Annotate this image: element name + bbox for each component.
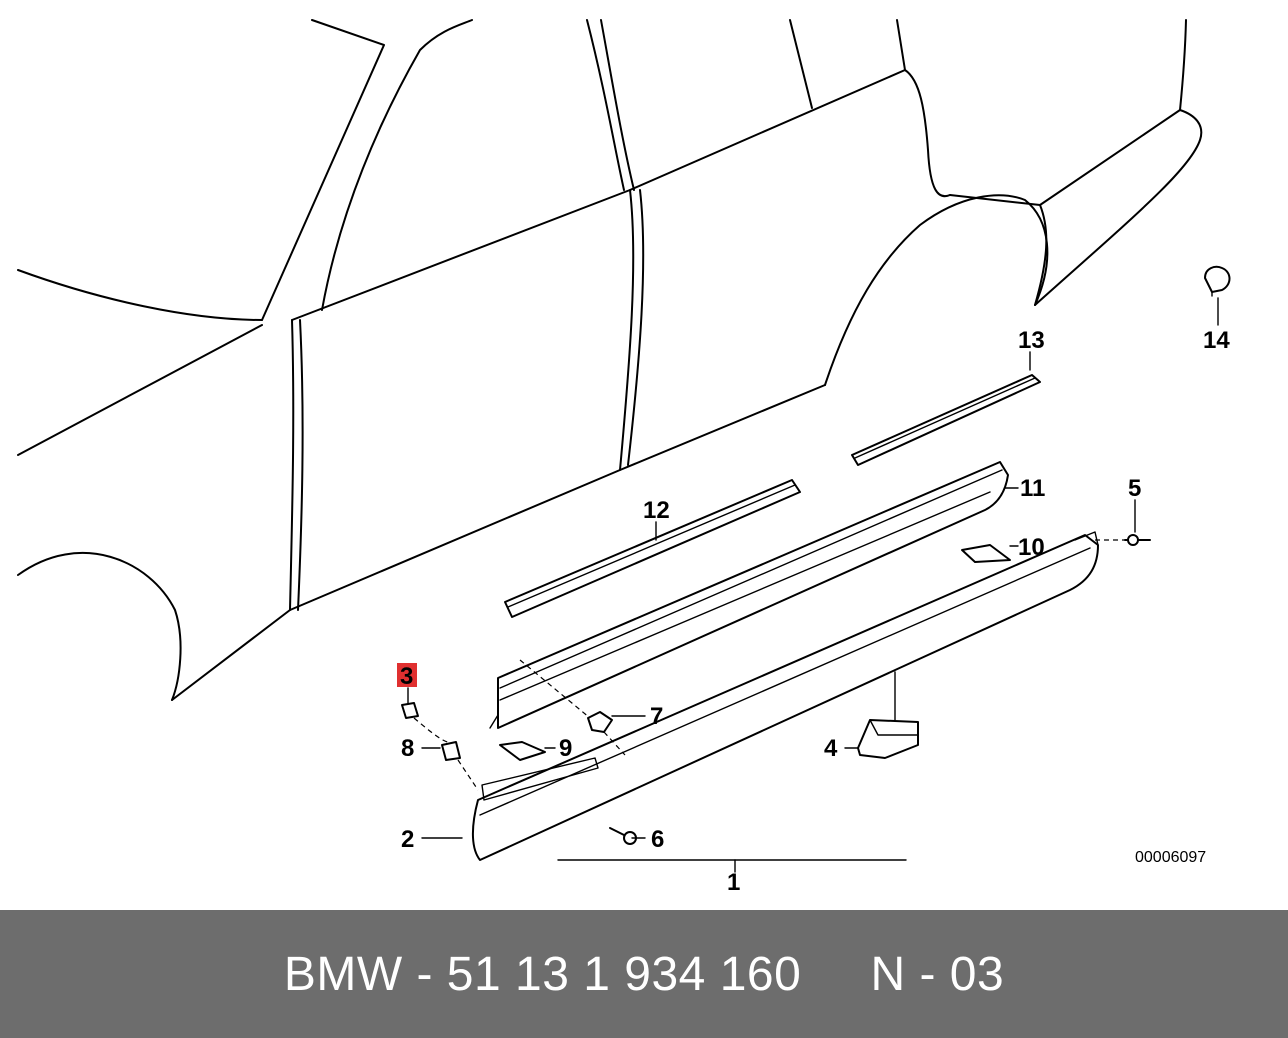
- part-13-trim-strip: [851, 374, 1041, 466]
- part-3-clip: [401, 702, 419, 719]
- callout-3-highlight: [397, 663, 417, 687]
- leader-lines: [407, 297, 1219, 873]
- part-11-sill-panel: [489, 461, 1009, 729]
- callout-10: 10: [1018, 534, 1045, 561]
- car-body-outline: [17, 19, 1203, 701]
- callout-2: 2: [401, 826, 414, 853]
- part-4-bracket: [857, 719, 919, 759]
- callout-9: 9: [559, 735, 572, 762]
- part-10-bracket: [961, 544, 1011, 563]
- part-14-grommet: [1204, 265, 1231, 297]
- part-1-side-sill-cover: [472, 531, 1099, 861]
- callout-3: 3: [400, 663, 413, 690]
- callout-5: 5: [1128, 475, 1141, 502]
- part-number-text: BMW - 51 13 1 934 160 N - 03: [283, 947, 1005, 1001]
- callout-13: 13: [1018, 327, 1045, 354]
- callout-7: 7: [650, 703, 663, 730]
- part-7-clip-nut: [587, 711, 613, 733]
- callout-12: 12: [643, 497, 670, 524]
- part-5-clip: [1124, 534, 1151, 546]
- diagram-reference-code: 00006097: [1135, 849, 1206, 866]
- callout-8: 8: [401, 735, 414, 762]
- part-12-trim-strip: [504, 479, 801, 618]
- callout-6: 6: [651, 826, 664, 853]
- part-6-screw: [609, 827, 637, 845]
- callout-4: 4: [824, 735, 838, 762]
- part-9-bracket: [499, 741, 546, 761]
- callout-1: 1: [727, 869, 740, 896]
- parts-diagram: 13 14 12 11 5 10 3 7 8 9 4 2 6 1 0000609…: [17, 19, 1231, 896]
- callout-11: 11: [1020, 475, 1045, 502]
- part-8-clip: [441, 741, 461, 761]
- part-number-footer: BMW - 51 13 1 934 160 N - 03: [0, 910, 1288, 1038]
- callout-14: 14: [1203, 327, 1230, 354]
- callout-labels: 13 14 12 11 5 10 3 7 8 9 4 2 6 1 0000609…: [397, 327, 1230, 896]
